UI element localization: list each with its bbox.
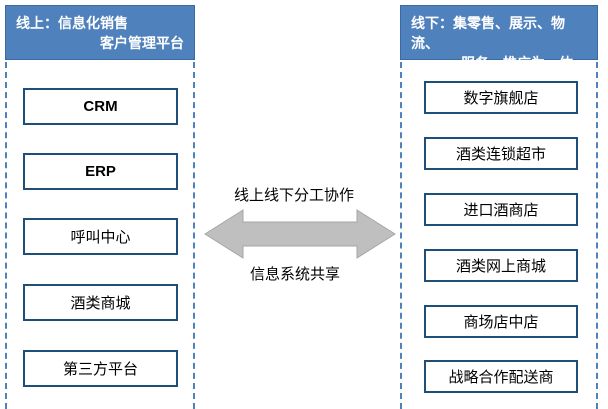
connector-bottom-label: 信息系统共享 [250, 265, 341, 283]
left-item-liquor-mall: 酒类商城 [23, 284, 178, 321]
left-item-third-party-platform: 第三方平台 [23, 350, 178, 387]
connector-top-label: 线上线下分工协作 [234, 186, 355, 204]
right-item-digital-flagship-store: 数字旗舰店 [424, 81, 578, 114]
right-panel-body [400, 62, 598, 409]
left-panel-header: 线上：信息化销售 客户管理平台 [5, 5, 195, 60]
left-item-crm: CRM [23, 88, 178, 125]
left-panel-title-line1: 线上：信息化销售 [16, 16, 128, 32]
right-panel-title-line1: 线下：集零售、展示、物流、 [411, 16, 565, 52]
left-item-erp: ERP [23, 153, 178, 190]
right-panel-title-line2: 服务、推广为一体 [461, 56, 573, 72]
right-item-mall-shop-in-shop: 商场店中店 [424, 305, 578, 338]
left-item-call-center: 呼叫中心 [23, 218, 178, 255]
right-panel-header: 线下：集零售、展示、物流、 服务、推广为一体 [400, 5, 598, 72]
left-panel-body [5, 62, 195, 409]
left-panel-title-line2: 客户管理平台 [100, 36, 184, 52]
right-item-imported-liquor-store: 进口酒商店 [424, 193, 578, 226]
right-item-strategic-delivery-partner: 战略合作配送商 [424, 360, 578, 393]
right-item-online-liquor-mall: 酒类网上商城 [424, 249, 578, 282]
right-item-liquor-chain-supermarket: 酒类连锁超市 [424, 137, 578, 170]
double-arrow-shape [204, 209, 396, 259]
